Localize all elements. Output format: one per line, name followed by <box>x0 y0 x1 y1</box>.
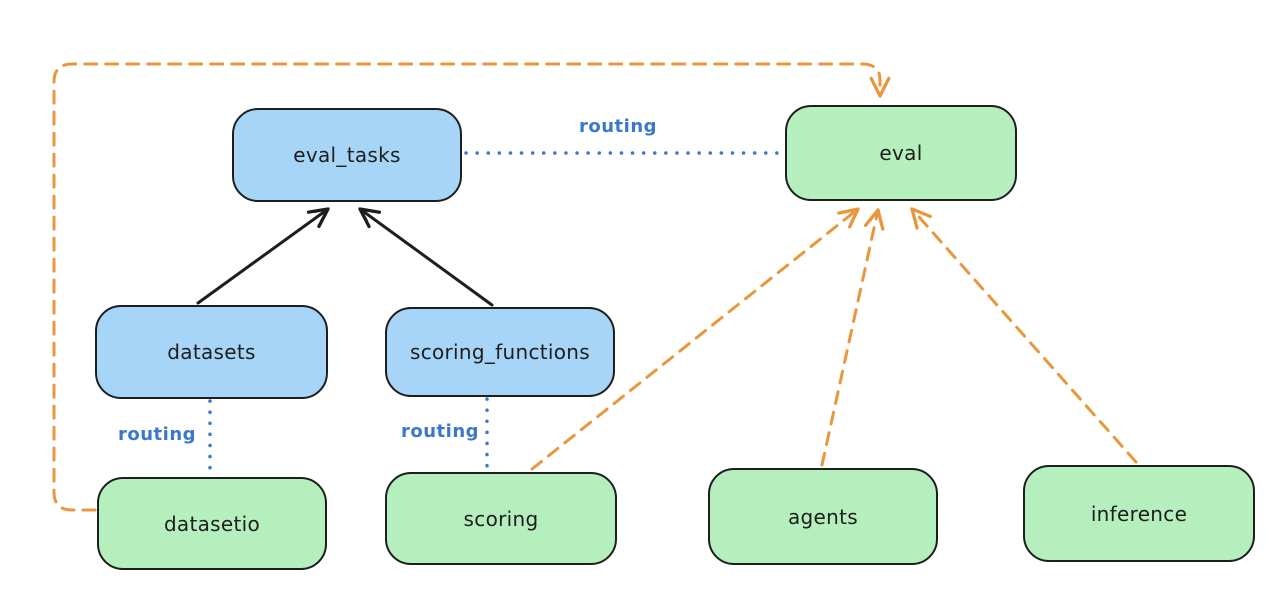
node-datasets: datasets <box>95 305 328 399</box>
node-datasetio: datasetio <box>97 477 327 570</box>
node-scoring-functions-label: scoring_functions <box>409 340 591 364</box>
node-datasets-label: datasets <box>167 340 256 364</box>
edge-agents-to-eval <box>820 210 878 467</box>
node-eval-tasks-label: eval_tasks <box>293 143 401 167</box>
node-agents: agents <box>708 468 938 565</box>
edge-scoring-functions-to-eval-tasks <box>360 209 494 307</box>
edge-scoring-to-eval <box>530 209 858 471</box>
edge-inference-to-eval <box>912 209 1138 464</box>
node-agents-label: agents <box>788 504 858 529</box>
node-scoring: scoring <box>385 472 617 565</box>
node-inference-label: inference <box>1090 501 1188 526</box>
edge-label-routing-scoring: routing <box>400 421 480 442</box>
node-inference: inference <box>1023 465 1255 562</box>
node-scoring-label: scoring <box>463 506 539 531</box>
edge-label-routing-datasets: routing <box>117 424 197 445</box>
node-eval-label: eval <box>879 141 923 165</box>
node-datasetio-label: datasetio <box>163 511 261 536</box>
edge-datasets-to-eval-tasks <box>196 209 328 305</box>
edge-label-routing-top: routing <box>578 116 658 137</box>
node-eval-tasks: eval_tasks <box>232 108 462 202</box>
node-eval: eval <box>785 105 1017 201</box>
node-scoring-functions: scoring_functions <box>385 307 615 397</box>
